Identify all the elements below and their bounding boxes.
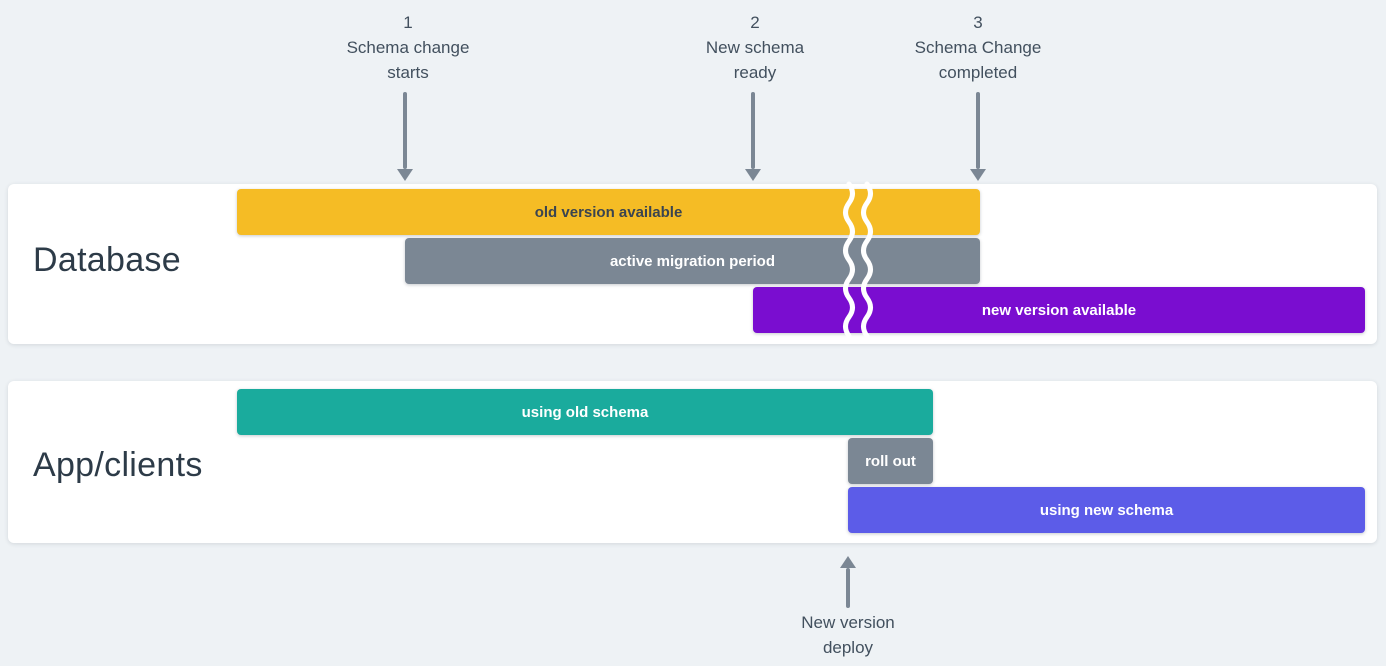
- milestone-1-line1: Schema change: [346, 38, 470, 57]
- lane-card-app-clients: App/clients using old schema roll out us…: [8, 381, 1377, 543]
- milestone-3-line2: completed: [938, 63, 1018, 82]
- milestone-3-number: 3: [973, 13, 983, 32]
- arrow-up-icon: [839, 556, 857, 608]
- arrow-shaft: [846, 568, 850, 608]
- timeline-break-squiggle-icon: [843, 181, 873, 339]
- milestone-3-label: 3 Schema Change completed: [848, 10, 1108, 85]
- milestone-3-line1: Schema Change: [914, 38, 1042, 57]
- milestone-2-number: 2: [750, 13, 760, 32]
- milestone-1-number: 1: [403, 13, 413, 32]
- arrow-down-icon: [396, 92, 414, 181]
- arrow-shaft: [976, 92, 980, 169]
- arrow-shaft: [403, 92, 407, 169]
- arrow-head: [397, 169, 413, 181]
- arrow-down-icon: [969, 92, 987, 181]
- arrow-head: [970, 169, 986, 181]
- bar-using-old-schema: using old schema: [237, 389, 933, 435]
- milestone-1-label: 1 Schema change starts: [278, 10, 538, 85]
- deploy-line1: New version: [801, 613, 895, 632]
- milestone-1-line2: starts: [387, 63, 429, 82]
- milestone-2-label: 2 New schema ready: [625, 10, 885, 85]
- lane-label-app-clients: App/clients: [33, 446, 203, 484]
- milestone-2-line2: ready: [733, 63, 777, 82]
- arrow-head: [745, 169, 761, 181]
- deploy-annotation: New version deploy: [718, 610, 978, 660]
- arrow-down-icon: [744, 92, 762, 181]
- bar-old-version-available: old version available: [237, 189, 980, 235]
- milestone-2-line1: New schema: [705, 38, 805, 57]
- lane-label-database: Database: [33, 241, 181, 279]
- arrow-head: [840, 556, 856, 568]
- lane-card-database: Database old version available active mi…: [8, 184, 1377, 344]
- bar-new-version-available: new version available: [753, 287, 1365, 333]
- deploy-line2: deploy: [822, 638, 874, 657]
- arrow-shaft: [751, 92, 755, 169]
- bar-roll-out: roll out: [848, 438, 933, 484]
- bar-using-new-schema: using new schema: [848, 487, 1365, 533]
- bar-active-migration-period: active migration period: [405, 238, 980, 284]
